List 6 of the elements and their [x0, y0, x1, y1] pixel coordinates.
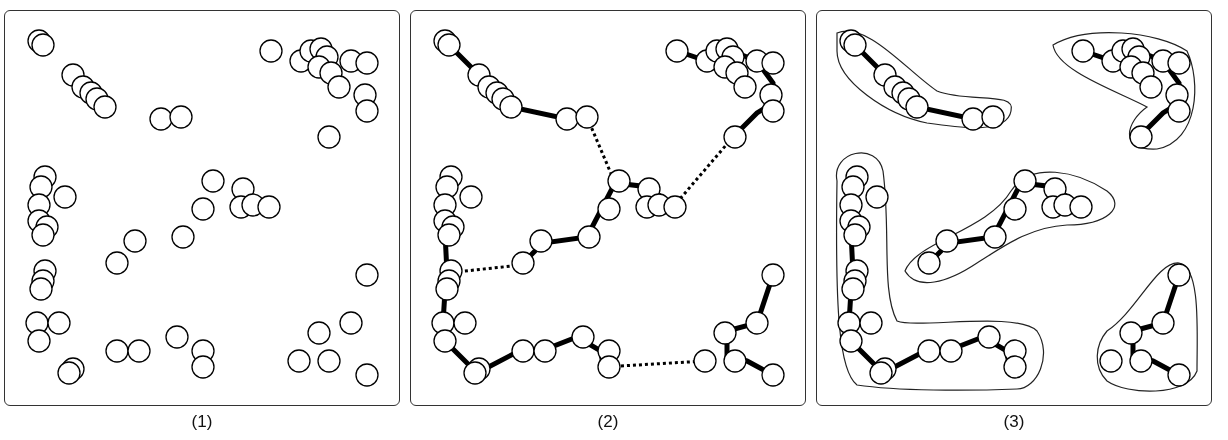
panel-caption: (3) [1003, 412, 1025, 432]
panel-caption: (1) [191, 412, 213, 432]
panel-frame [816, 10, 1212, 406]
panel-frame [4, 10, 400, 406]
panel-caption: (2) [597, 412, 619, 432]
panel-frame [410, 10, 806, 406]
